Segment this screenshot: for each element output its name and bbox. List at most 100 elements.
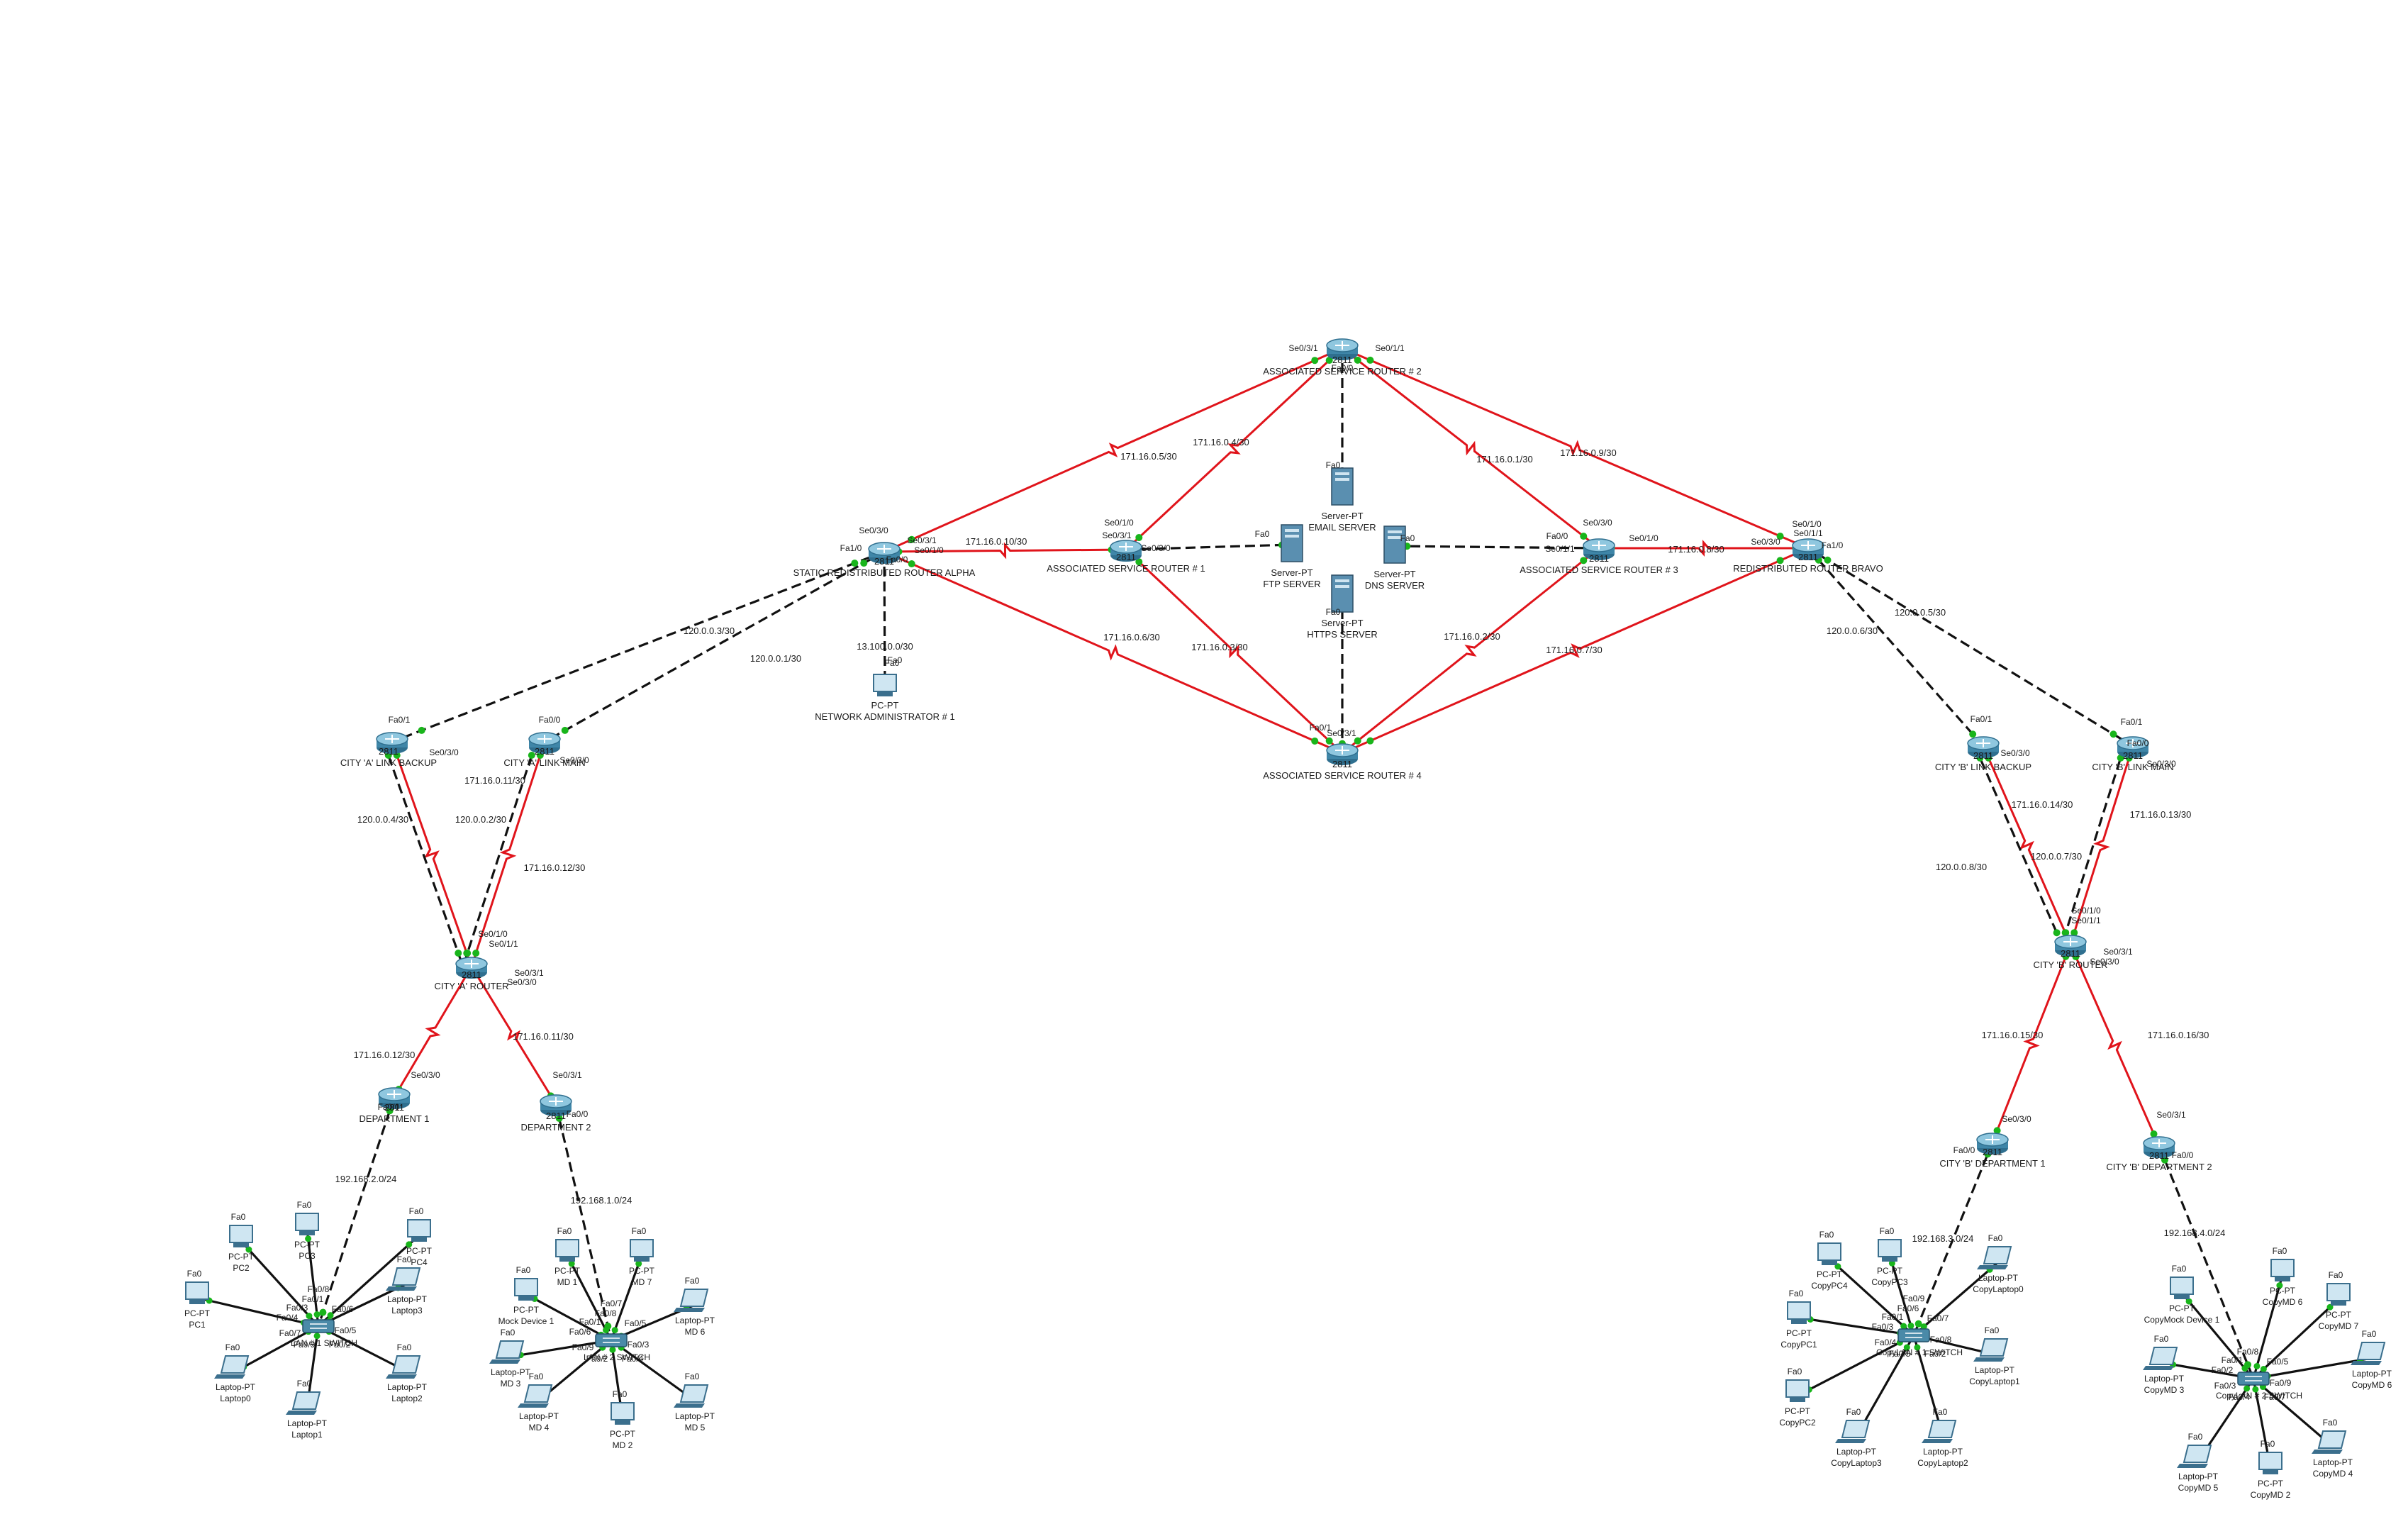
lan-cable[interactable] bbox=[317, 1234, 420, 1328]
router-cityb_r[interactable] bbox=[2054, 935, 2087, 957]
lan-laptop-copymd-4[interactable] bbox=[2312, 1430, 2347, 1454]
lan-laptop-md-4[interactable] bbox=[518, 1384, 553, 1408]
ethernet-link-cityb_main-cityb_r[interactable] bbox=[2061, 745, 2126, 945]
router-dept1[interactable] bbox=[378, 1087, 411, 1109]
router-asr4[interactable] bbox=[1326, 743, 1359, 765]
ethernet-link-bravo-cityb_backup[interactable] bbox=[1807, 547, 1985, 747]
router-asr2[interactable] bbox=[1326, 338, 1359, 360]
lan-cable[interactable] bbox=[611, 1339, 696, 1402]
lan-laptop-copymd-5[interactable] bbox=[2177, 1445, 2212, 1468]
lan-cable[interactable] bbox=[1797, 1334, 1914, 1397]
lan-pc-copymock-device-1[interactable] bbox=[2170, 1277, 2194, 1299]
router-alpha[interactable] bbox=[868, 542, 901, 564]
lan-pc-pc1[interactable] bbox=[185, 1281, 209, 1304]
serial-link-asr3-asr4[interactable] bbox=[1342, 547, 1600, 755]
serial-link-alpha-asr4[interactable] bbox=[884, 550, 1343, 755]
lan-pc-pc2[interactable] bbox=[229, 1225, 253, 1247]
lan-cable[interactable] bbox=[1912, 1261, 2000, 1337]
lan-cable[interactable] bbox=[510, 1339, 612, 1358]
router-citya_r[interactable] bbox=[455, 957, 488, 979]
lan-laptop-md-5[interactable] bbox=[674, 1384, 709, 1408]
serial-link-citya_r-dept1[interactable] bbox=[393, 966, 473, 1098]
lan-cable[interactable] bbox=[1912, 1335, 1944, 1437]
ethernet-link-cityb_d1-sw3[interactable] bbox=[1912, 1142, 1994, 1336]
serial-link-asr2-alpha[interactable] bbox=[884, 347, 1343, 553]
ethernet-link-alpha-citya_backup[interactable] bbox=[391, 550, 885, 743]
router-dept2[interactable] bbox=[540, 1094, 572, 1116]
lan-pc-copypc2[interactable] bbox=[1785, 1379, 1810, 1402]
router-asr1[interactable] bbox=[1110, 540, 1142, 562]
router-citya_backup[interactable] bbox=[376, 732, 408, 754]
lan-cable[interactable] bbox=[1798, 1316, 1914, 1337]
lan-pc-pc4[interactable] bbox=[407, 1219, 431, 1242]
ethernet-link-cityb_backup-cityb_r[interactable] bbox=[1973, 745, 2063, 945]
lan-cable[interactable] bbox=[610, 1255, 643, 1341]
ethernet-link-asr3-dns[interactable] bbox=[1394, 545, 1600, 550]
lan-pc-copypc4[interactable] bbox=[1817, 1242, 1841, 1265]
network-admin-pc[interactable] bbox=[873, 674, 897, 696]
ethernet-link-bravo-cityb_main[interactable] bbox=[1807, 547, 2134, 747]
lan-cable[interactable] bbox=[1855, 1335, 1915, 1437]
router-bravo[interactable] bbox=[1792, 538, 1824, 560]
lan-pc-copypc3[interactable] bbox=[1878, 1239, 1902, 1262]
router-asr3[interactable] bbox=[1583, 538, 1615, 560]
lan-cable[interactable] bbox=[240, 1240, 320, 1328]
lan-laptop-copylaptop2[interactable] bbox=[1922, 1420, 1957, 1443]
lan-cable[interactable] bbox=[2252, 1274, 2284, 1379]
router-citya_main[interactable] bbox=[528, 732, 561, 754]
lan-pc-md-7[interactable] bbox=[630, 1239, 654, 1262]
lan-pc-pc3[interactable] bbox=[295, 1213, 319, 1235]
router-cityb_d1[interactable] bbox=[1976, 1133, 2009, 1155]
serial-link-cityb_r-cityb_d1[interactable] bbox=[1991, 944, 2072, 1143]
serial-link-cityb_main-cityb_r[interactable] bbox=[2069, 745, 2134, 945]
lan-laptop-laptop3[interactable] bbox=[386, 1267, 421, 1291]
switch-lan-1[interactable] bbox=[302, 1319, 335, 1333]
server-https[interactable] bbox=[1331, 574, 1354, 613]
switch-lan-3[interactable] bbox=[1897, 1328, 1930, 1342]
lan-cable[interactable] bbox=[1888, 1255, 1915, 1336]
ethernet-link-cityb_d2-sw4[interactable] bbox=[2158, 1145, 2255, 1379]
lan-cable[interactable] bbox=[235, 1325, 319, 1373]
lan-cable[interactable] bbox=[2252, 1298, 2340, 1380]
lan-laptop-laptop1[interactable] bbox=[286, 1391, 321, 1415]
lan-pc-md-2[interactable] bbox=[611, 1402, 635, 1425]
lan-pc-md-1[interactable] bbox=[555, 1239, 579, 1262]
lan-pc-copymd-6[interactable] bbox=[2270, 1259, 2295, 1281]
ethernet-link-alpha-admin[interactable] bbox=[883, 551, 886, 691]
server-email[interactable] bbox=[1331, 467, 1354, 506]
serial-link-asr2-asr3[interactable] bbox=[1342, 347, 1600, 550]
lan-laptop-md-6[interactable] bbox=[674, 1289, 709, 1312]
lan-cable[interactable] bbox=[2180, 1291, 2255, 1380]
ethernet-link-asr1-ftp[interactable] bbox=[1125, 543, 1293, 551]
switch-lan-4[interactable] bbox=[2237, 1372, 2270, 1386]
server-dns[interactable] bbox=[1383, 525, 1406, 564]
lan-laptop-copylaptop1[interactable] bbox=[1973, 1338, 2009, 1362]
router-cityb_backup[interactable] bbox=[1967, 736, 2000, 758]
serial-link-citya_backup-citya_r[interactable] bbox=[391, 741, 473, 967]
serial-link-asr2-asr1[interactable] bbox=[1125, 347, 1344, 551]
lan-laptop-copymd-6[interactable] bbox=[2351, 1342, 2386, 1365]
ethernet-link-alpha-citya_main[interactable] bbox=[544, 550, 885, 743]
lan-cable[interactable] bbox=[525, 1293, 612, 1342]
serial-link-asr3-bravo[interactable] bbox=[1599, 540, 1808, 557]
lan-cable[interactable] bbox=[1828, 1257, 1915, 1337]
serial-link-asr2-bravo[interactable] bbox=[1342, 347, 1809, 550]
lan-cable[interactable] bbox=[2252, 1377, 2334, 1448]
router-cityb_d2[interactable] bbox=[2143, 1136, 2175, 1158]
lan-cable[interactable] bbox=[196, 1296, 319, 1328]
ethernet-link-dept1-sw1[interactable] bbox=[317, 1096, 396, 1327]
serial-link-cityb_backup-cityb_r[interactable] bbox=[1982, 745, 2072, 945]
lan-laptop-copylaptop0[interactable] bbox=[1977, 1246, 2012, 1269]
lan-pc-copymd-7[interactable] bbox=[2326, 1283, 2351, 1306]
serial-link-cityb_r-cityb_d2[interactable] bbox=[2069, 944, 2161, 1147]
serial-link-bravo-asr4[interactable] bbox=[1342, 547, 1809, 755]
lan-laptop-laptop0[interactable] bbox=[214, 1355, 250, 1379]
serial-link-citya_main-citya_r[interactable] bbox=[470, 741, 546, 967]
switch-lan-2[interactable] bbox=[595, 1333, 628, 1347]
lan-laptop-laptop2[interactable] bbox=[386, 1355, 421, 1379]
serial-link-asr1-asr4[interactable] bbox=[1125, 548, 1344, 755]
lan-pc-mock-device-1[interactable] bbox=[514, 1278, 538, 1301]
ethernet-link-citya_backup-citya_r[interactable] bbox=[382, 741, 464, 967]
lan-cable[interactable] bbox=[2253, 1357, 2373, 1380]
lan-pc-copymd-2[interactable] bbox=[2258, 1452, 2282, 1474]
